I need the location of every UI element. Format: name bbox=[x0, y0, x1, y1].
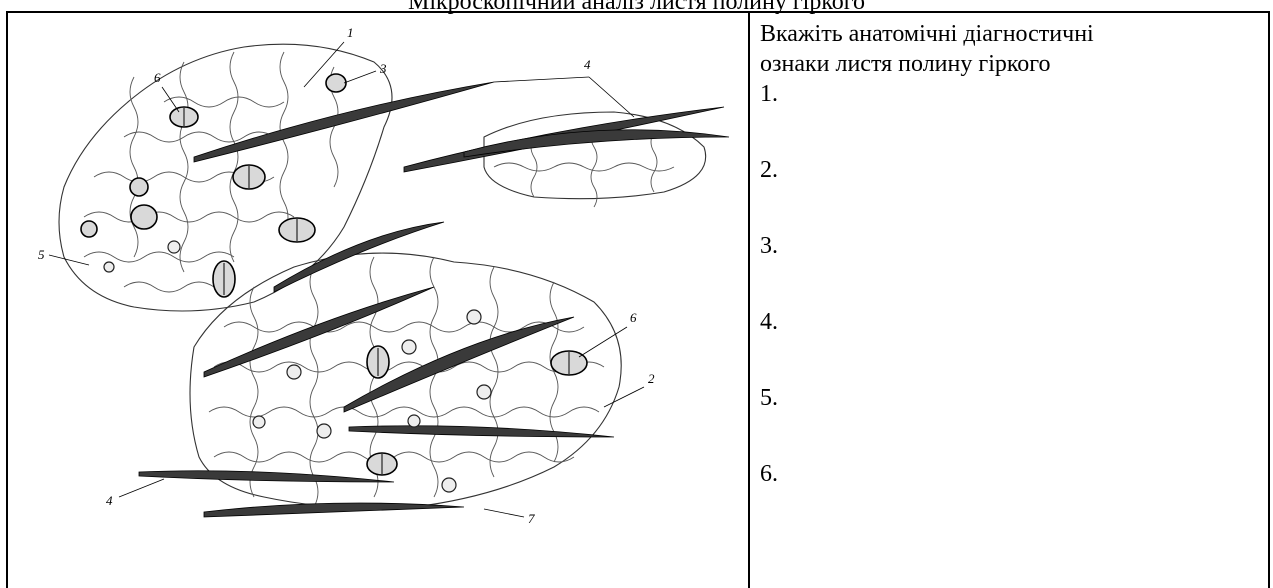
answer-number-6: 6. bbox=[760, 459, 778, 489]
callout-6a: 6 bbox=[154, 70, 161, 85]
column-divider bbox=[748, 13, 750, 588]
callout-4b: 4 bbox=[106, 493, 113, 508]
callout-1: 1 bbox=[347, 25, 354, 40]
question-line-1: Вкажіть анатомічні діагностичні bbox=[760, 19, 1260, 49]
answer-number-4: 4. bbox=[760, 307, 778, 337]
callout-5: 5 bbox=[38, 247, 45, 262]
question-cell: Вкажіть анатомічні діагностичні ознаки л… bbox=[760, 19, 1260, 79]
answer-number-3: 3. bbox=[760, 231, 778, 261]
callout-2: 2 bbox=[648, 371, 655, 386]
callout-6b: 6 bbox=[630, 310, 637, 325]
callout-4a: 4 bbox=[584, 57, 591, 72]
callout-3: 3 bbox=[379, 61, 387, 76]
leaf-epidermis-drawing: 1 2 3 4 4 5 6 6 7 bbox=[14, 17, 742, 557]
question-line-2: ознаки листя полину гіркого bbox=[760, 49, 1260, 79]
answer-number-1: 1. bbox=[760, 79, 778, 109]
right-tissue-fragment bbox=[484, 112, 706, 199]
callout-7: 7 bbox=[528, 511, 535, 526]
answer-number-5: 5. bbox=[760, 383, 778, 413]
worksheet-table: 1 2 3 4 4 5 6 6 7 Вкажіть анатомічні діа… bbox=[6, 11, 1270, 588]
answer-number-2: 2. bbox=[760, 155, 778, 185]
